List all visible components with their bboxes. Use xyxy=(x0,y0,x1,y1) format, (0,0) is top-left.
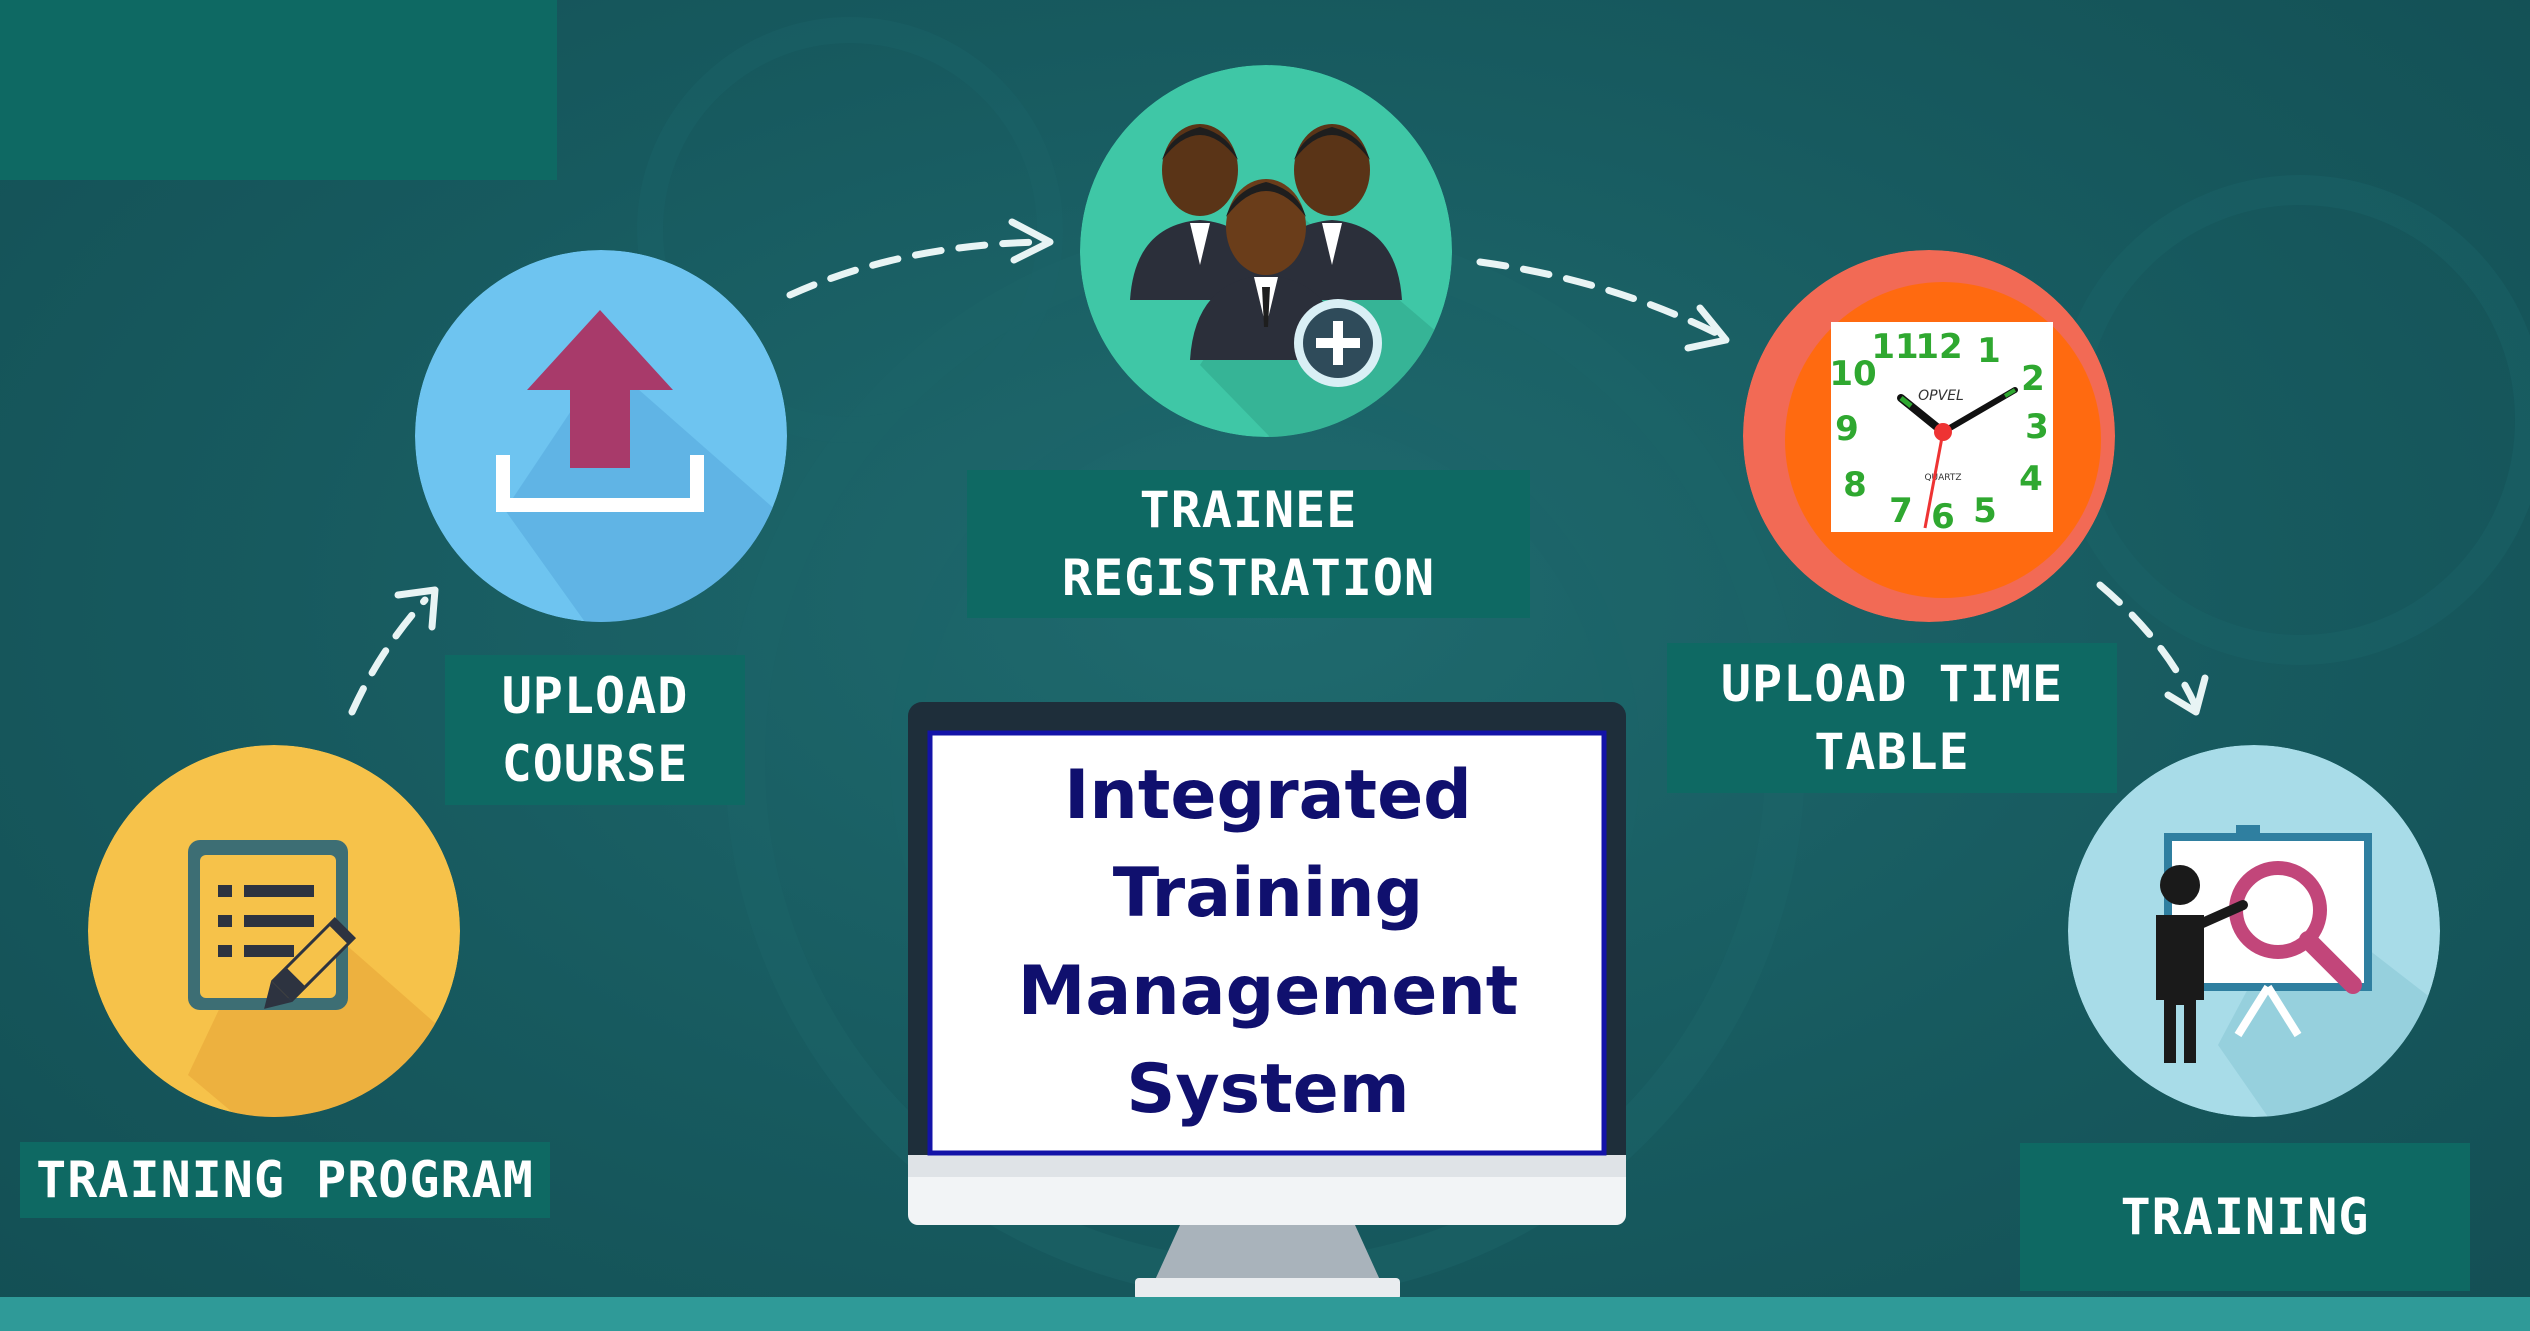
clock-number-7: 7 xyxy=(1889,491,1913,531)
label-upload-time-table-line2: TABLE xyxy=(1814,723,1970,781)
label-training: TRAINING xyxy=(2020,1143,2470,1291)
arrow-registration-to-timetable xyxy=(1476,258,1724,339)
screen-title: Integrated Training Management System xyxy=(932,738,1604,1148)
label-upload-course: UPLOAD COURSE xyxy=(445,655,745,805)
arrow-program-to-course xyxy=(348,596,429,716)
screen-title-line4: System xyxy=(1126,1050,1410,1129)
label-training-program: TRAINING PROGRAM xyxy=(20,1142,550,1218)
upload-icon xyxy=(415,250,787,622)
upload-course-circle xyxy=(415,250,787,622)
clock-number-6: 6 xyxy=(1931,497,1955,537)
monitor-screen xyxy=(927,730,1607,1156)
clock-number-4: 4 xyxy=(2019,459,2043,499)
arrow-course-to-registration xyxy=(786,238,1044,299)
clock-number-10: 10 xyxy=(1829,354,1876,394)
label-trainee-registration: TRAINEE REGISTRATION xyxy=(967,470,1530,618)
label-training-text: TRAINING xyxy=(2120,1188,2370,1246)
presentation-search-icon xyxy=(2068,745,2440,1117)
add-team-icon xyxy=(1080,65,1452,437)
clock-label: QUARTZ xyxy=(1924,473,1961,483)
label-trainee-registration-line1: TRAINEE xyxy=(1139,481,1358,539)
training-program-circle xyxy=(88,745,460,1117)
clock-number-1: 1 xyxy=(1977,331,2001,371)
clock-number-5: 5 xyxy=(1973,491,1997,531)
clock-number-9: 9 xyxy=(1835,409,1859,449)
screen-title-line1: Integrated xyxy=(1064,756,1472,835)
clock-number-8: 8 xyxy=(1843,465,1867,505)
arrow-timetable-to-training xyxy=(2096,581,2199,709)
label-upload-course-line1: UPLOAD xyxy=(501,667,689,725)
clock-number-3: 3 xyxy=(2025,407,2049,447)
clock-icon: 12 1 2 3 4 5 6 7 8 9 10 11 OPVEL QUARTZ xyxy=(1743,250,2115,622)
trainee-registration-circle xyxy=(1080,65,1452,437)
upload-time-table-circle: 12 1 2 3 4 5 6 7 8 9 10 11 OPVEL QUARTZ xyxy=(1743,250,2115,622)
label-trainee-registration-line2: REGISTRATION xyxy=(1061,549,1436,607)
clock-brand: OPVEL xyxy=(1918,388,1964,404)
corner-block xyxy=(0,0,557,180)
checklist-edit-icon xyxy=(88,745,460,1117)
screen-title-line3: Management xyxy=(1017,952,1519,1031)
clock-number-12: 12 xyxy=(1915,327,1962,367)
label-upload-time-table-line1: UPLOAD TIME xyxy=(1720,655,2064,713)
screen-title-line2: Training xyxy=(1112,854,1424,933)
monitor-stand xyxy=(1155,1225,1380,1280)
bottom-bar xyxy=(0,1297,2530,1331)
training-circle xyxy=(2068,745,2440,1117)
label-upload-course-line2: COURSE xyxy=(501,735,689,793)
clock-number-11: 11 xyxy=(1871,327,1918,367)
monitor-base xyxy=(1135,1278,1400,1300)
label-training-program-text: TRAINING PROGRAM xyxy=(36,1151,534,1209)
clock-number-2: 2 xyxy=(2021,359,2045,399)
label-upload-time-table: UPLOAD TIME TABLE xyxy=(1667,643,2117,793)
